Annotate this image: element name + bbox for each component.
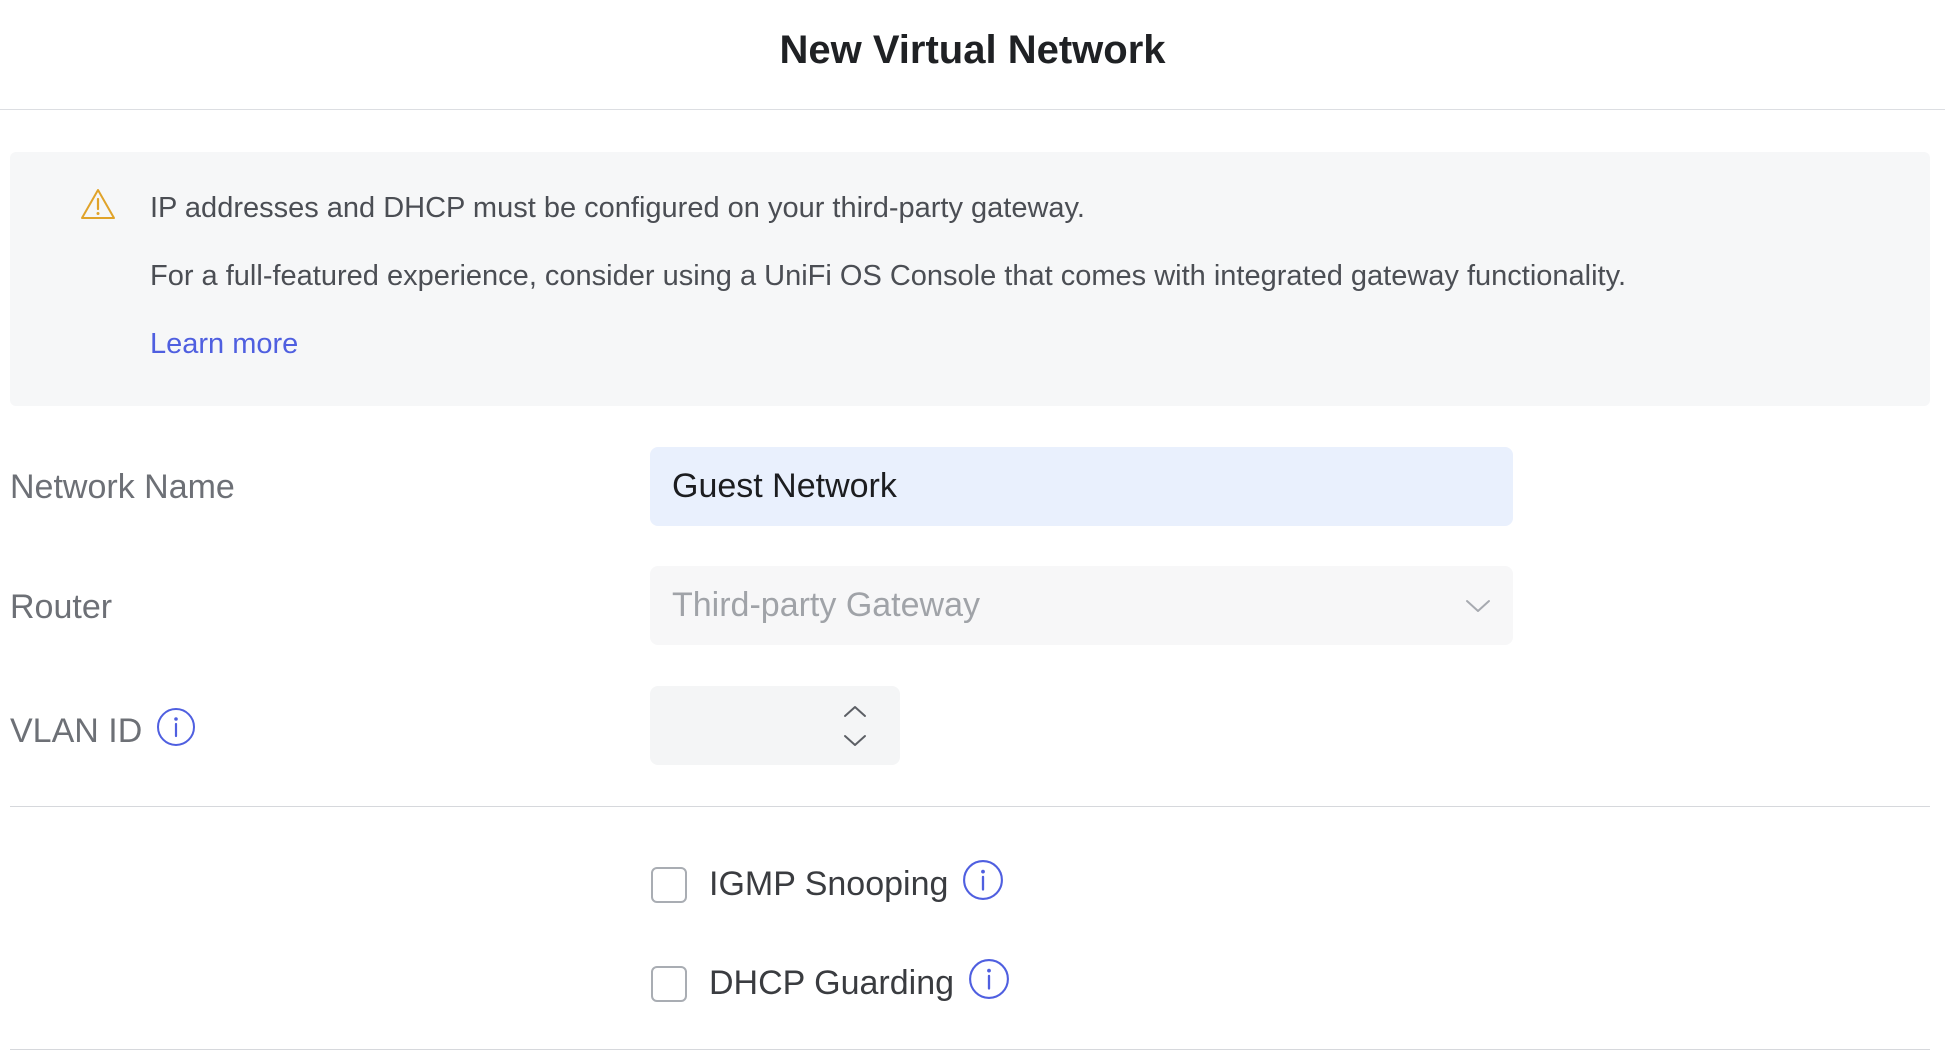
dialog-header: New Virtual Network xyxy=(0,0,1945,110)
notice-detail: For a full-featured experience, consider… xyxy=(150,260,1626,292)
vlan-id-label-text: VLAN ID xyxy=(10,712,143,750)
router-label: Router xyxy=(10,588,112,627)
chevron-up-icon[interactable] xyxy=(840,698,870,724)
igmp-snooping-info-icon[interactable] xyxy=(962,859,1004,910)
router-label-text: Router xyxy=(10,588,113,626)
section-divider xyxy=(10,806,1930,807)
chevron-down-icon xyxy=(1465,598,1491,614)
dhcp-guarding-info-icon[interactable] xyxy=(968,958,1010,1009)
learn-more-link[interactable]: Learn more xyxy=(150,328,299,360)
vlan-id-label: VLAN ID xyxy=(10,707,196,756)
vlan-id-info-icon[interactable] xyxy=(156,707,196,756)
warning-notice xyxy=(10,152,1930,406)
igmp-snooping-row: IGMP Snooping xyxy=(651,859,1004,910)
dhcp-guarding-row: DHCP Guarding xyxy=(651,958,1010,1009)
router-select[interactable]: Third-party Gateway xyxy=(650,566,1513,645)
igmp-snooping-checkbox[interactable] xyxy=(651,866,687,903)
notice-message: IP addresses and DHCP must be configured… xyxy=(150,192,1085,224)
dialog-title: New Virtual Network xyxy=(779,28,1166,72)
vlan-id-stepper[interactable] xyxy=(650,686,900,765)
network-name-input[interactable] xyxy=(650,447,1513,526)
warning-triangle-icon xyxy=(80,188,116,225)
section-divider xyxy=(10,1049,1930,1050)
igmp-snooping-label: IGMP Snooping xyxy=(709,865,949,903)
dhcp-guarding-label: DHCP Guarding xyxy=(709,964,955,1002)
network-name-label-text: Network Name xyxy=(10,468,235,506)
chevron-down-icon[interactable] xyxy=(840,728,870,754)
router-select-value: Third-party Gateway xyxy=(672,586,980,624)
network-name-label: Network Name xyxy=(10,468,235,507)
dhcp-guarding-checkbox[interactable] xyxy=(651,965,687,1002)
